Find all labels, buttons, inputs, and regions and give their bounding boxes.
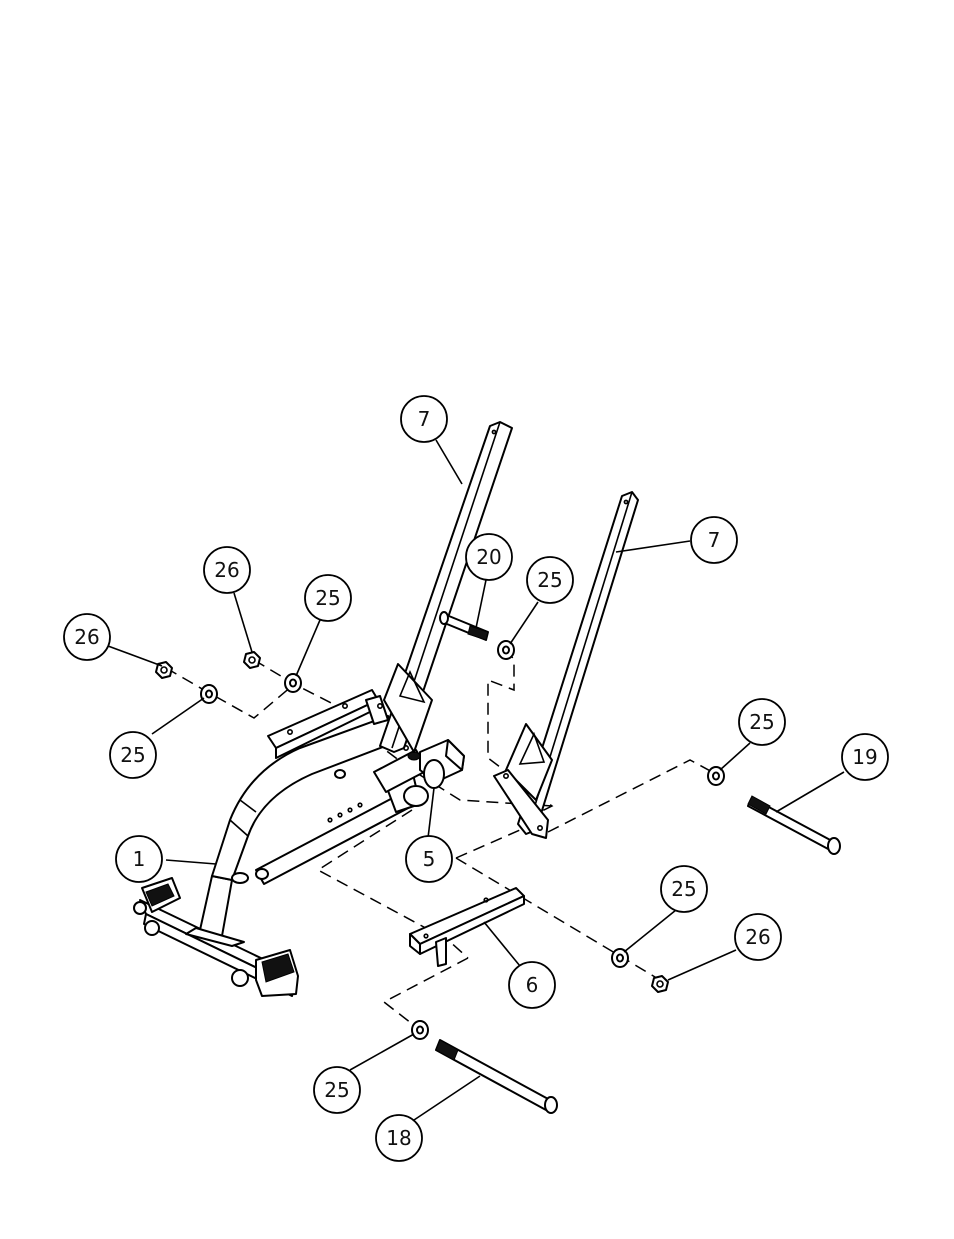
callout-5: 5	[406, 836, 452, 882]
callout-25-left-upper: 25	[305, 575, 351, 621]
callout-26-left-upper: 26	[204, 547, 250, 593]
nut-26	[244, 652, 260, 668]
callout-label: 7	[708, 528, 721, 552]
callout-25-right: 25	[739, 699, 785, 745]
callout-25-lower-right: 25	[661, 866, 707, 912]
callout-label: 26	[745, 925, 770, 949]
callout-label: 5	[423, 847, 436, 871]
callout-label: 19	[852, 745, 877, 769]
callout-label: 20	[476, 545, 501, 569]
callout-19: 19	[842, 734, 888, 780]
callout-label: 7	[418, 407, 431, 431]
washer-25	[201, 685, 217, 703]
callout-label: 25	[749, 710, 774, 734]
callout-label: 25	[537, 568, 562, 592]
callout-7-top: 7	[401, 396, 447, 442]
nut-26	[652, 976, 668, 992]
bolt-part-19	[748, 796, 840, 854]
washer-25	[412, 1021, 428, 1039]
washer-25	[285, 674, 301, 692]
callout-label: 25	[120, 743, 145, 767]
bolt-part-18	[436, 1040, 557, 1113]
bolt-part-20	[440, 612, 488, 640]
callout-label: 25	[671, 877, 696, 901]
washer-25	[498, 641, 514, 659]
callout-label: 26	[74, 625, 99, 649]
callout-label: 6	[526, 973, 539, 997]
callout-18: 18	[376, 1115, 422, 1161]
callout-25-bottom: 25	[314, 1067, 360, 1113]
callout-6: 6	[509, 962, 555, 1008]
callout-25-upper: 25	[527, 557, 573, 603]
callout-26-lower-right: 26	[735, 914, 781, 960]
callout-label: 25	[324, 1078, 349, 1102]
callout-label: 1	[133, 847, 146, 871]
callout-26-left: 26	[64, 614, 110, 660]
upright-right-part-7	[494, 492, 638, 838]
callout-label: 25	[315, 586, 340, 610]
callout-25-left: 25	[110, 732, 156, 778]
callout-label: 18	[386, 1126, 411, 1150]
callout-1: 1	[116, 836, 162, 882]
callout-label: 26	[214, 558, 239, 582]
washer-25	[708, 767, 724, 785]
upright-left-part-7	[366, 422, 512, 752]
callout-7-right: 7	[691, 517, 737, 563]
callout-20: 20	[466, 534, 512, 580]
bracket-part-6	[410, 888, 524, 966]
